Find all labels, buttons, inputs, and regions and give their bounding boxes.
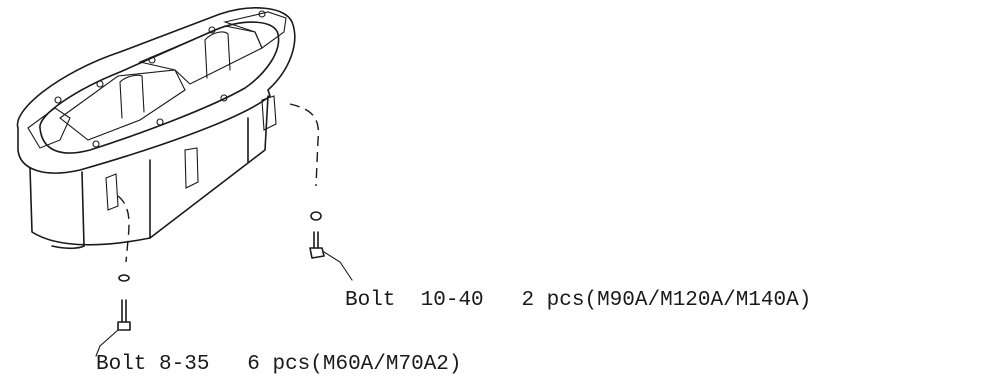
washer-left	[118, 274, 130, 282]
callout-leader-right	[323, 251, 353, 281]
leader-line-left	[117, 195, 130, 263]
callout-bolt-size: 8-35	[159, 353, 210, 376]
callout-leader-left	[95, 329, 119, 357]
callout-bolt-label: Bolt	[96, 353, 147, 376]
callout-bolt-qty: 2 pcs(M90A/M120A/M140A)	[521, 289, 812, 312]
callout-bolt-size: 10-40	[420, 289, 484, 312]
callout-bolt-8-35: Bolt 8-35 6 pcs(M60A/M70A2)	[96, 354, 462, 375]
housing-body	[16, 7, 296, 250]
callout-bolt-10-40: Bolt 10-40 2 pcs(M90A/M120A/M140A)	[345, 290, 811, 311]
leader-line-right	[289, 103, 320, 187]
bolt-10-40-icon	[309, 231, 325, 259]
washer-right	[310, 211, 322, 221]
bolt-8-35-icon	[117, 299, 131, 331]
callout-bolt-qty: 6 pcs(M60A/M70A2)	[247, 353, 462, 376]
callout-bolt-label: Bolt	[345, 289, 396, 312]
